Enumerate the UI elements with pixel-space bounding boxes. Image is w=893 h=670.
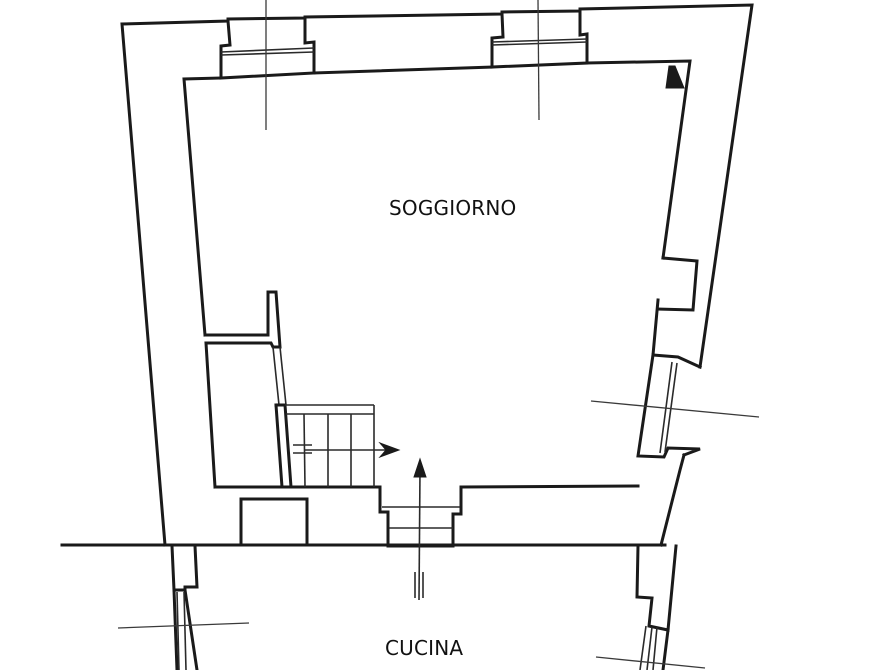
entrance-arrow-icon <box>413 457 427 601</box>
room-label-cucina: CUCINA <box>385 636 464 660</box>
stairs <box>285 404 375 488</box>
left-partition <box>203 290 293 489</box>
cucina-right-wall <box>635 544 678 670</box>
door-threshold <box>378 485 463 548</box>
outer-walls <box>60 3 754 547</box>
stair-direction-arrow-icon <box>305 441 401 459</box>
corner-marker-icon <box>665 65 685 89</box>
wall-box <box>239 497 309 547</box>
section-lines <box>117 0 760 669</box>
room-label-soggiorno: SOGGIORNO <box>389 196 517 220</box>
inner-walls <box>182 59 702 489</box>
window-top-left <box>219 16 316 80</box>
cucina-left-wall <box>170 544 199 670</box>
window-top-right <box>490 9 589 69</box>
